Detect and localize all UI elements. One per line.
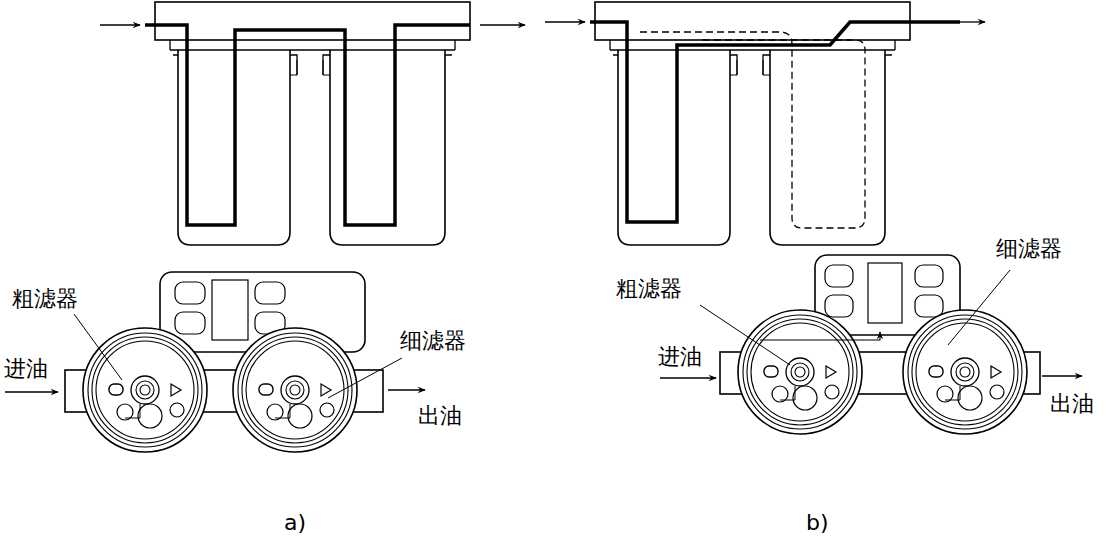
part-label: a) <box>284 512 306 534</box>
part-label: 进油 <box>658 346 702 368</box>
part-label: 细滤器 <box>400 330 466 352</box>
part-label: 粗滤器 <box>616 278 682 300</box>
part-label: 出油 <box>1050 393 1094 415</box>
part-label: 进油 <box>4 358 48 380</box>
part-label: 出油 <box>418 405 462 427</box>
part-label: 粗滤器 <box>12 288 78 310</box>
part-label: b) <box>806 512 829 534</box>
part-label: 细滤器 <box>996 238 1062 260</box>
